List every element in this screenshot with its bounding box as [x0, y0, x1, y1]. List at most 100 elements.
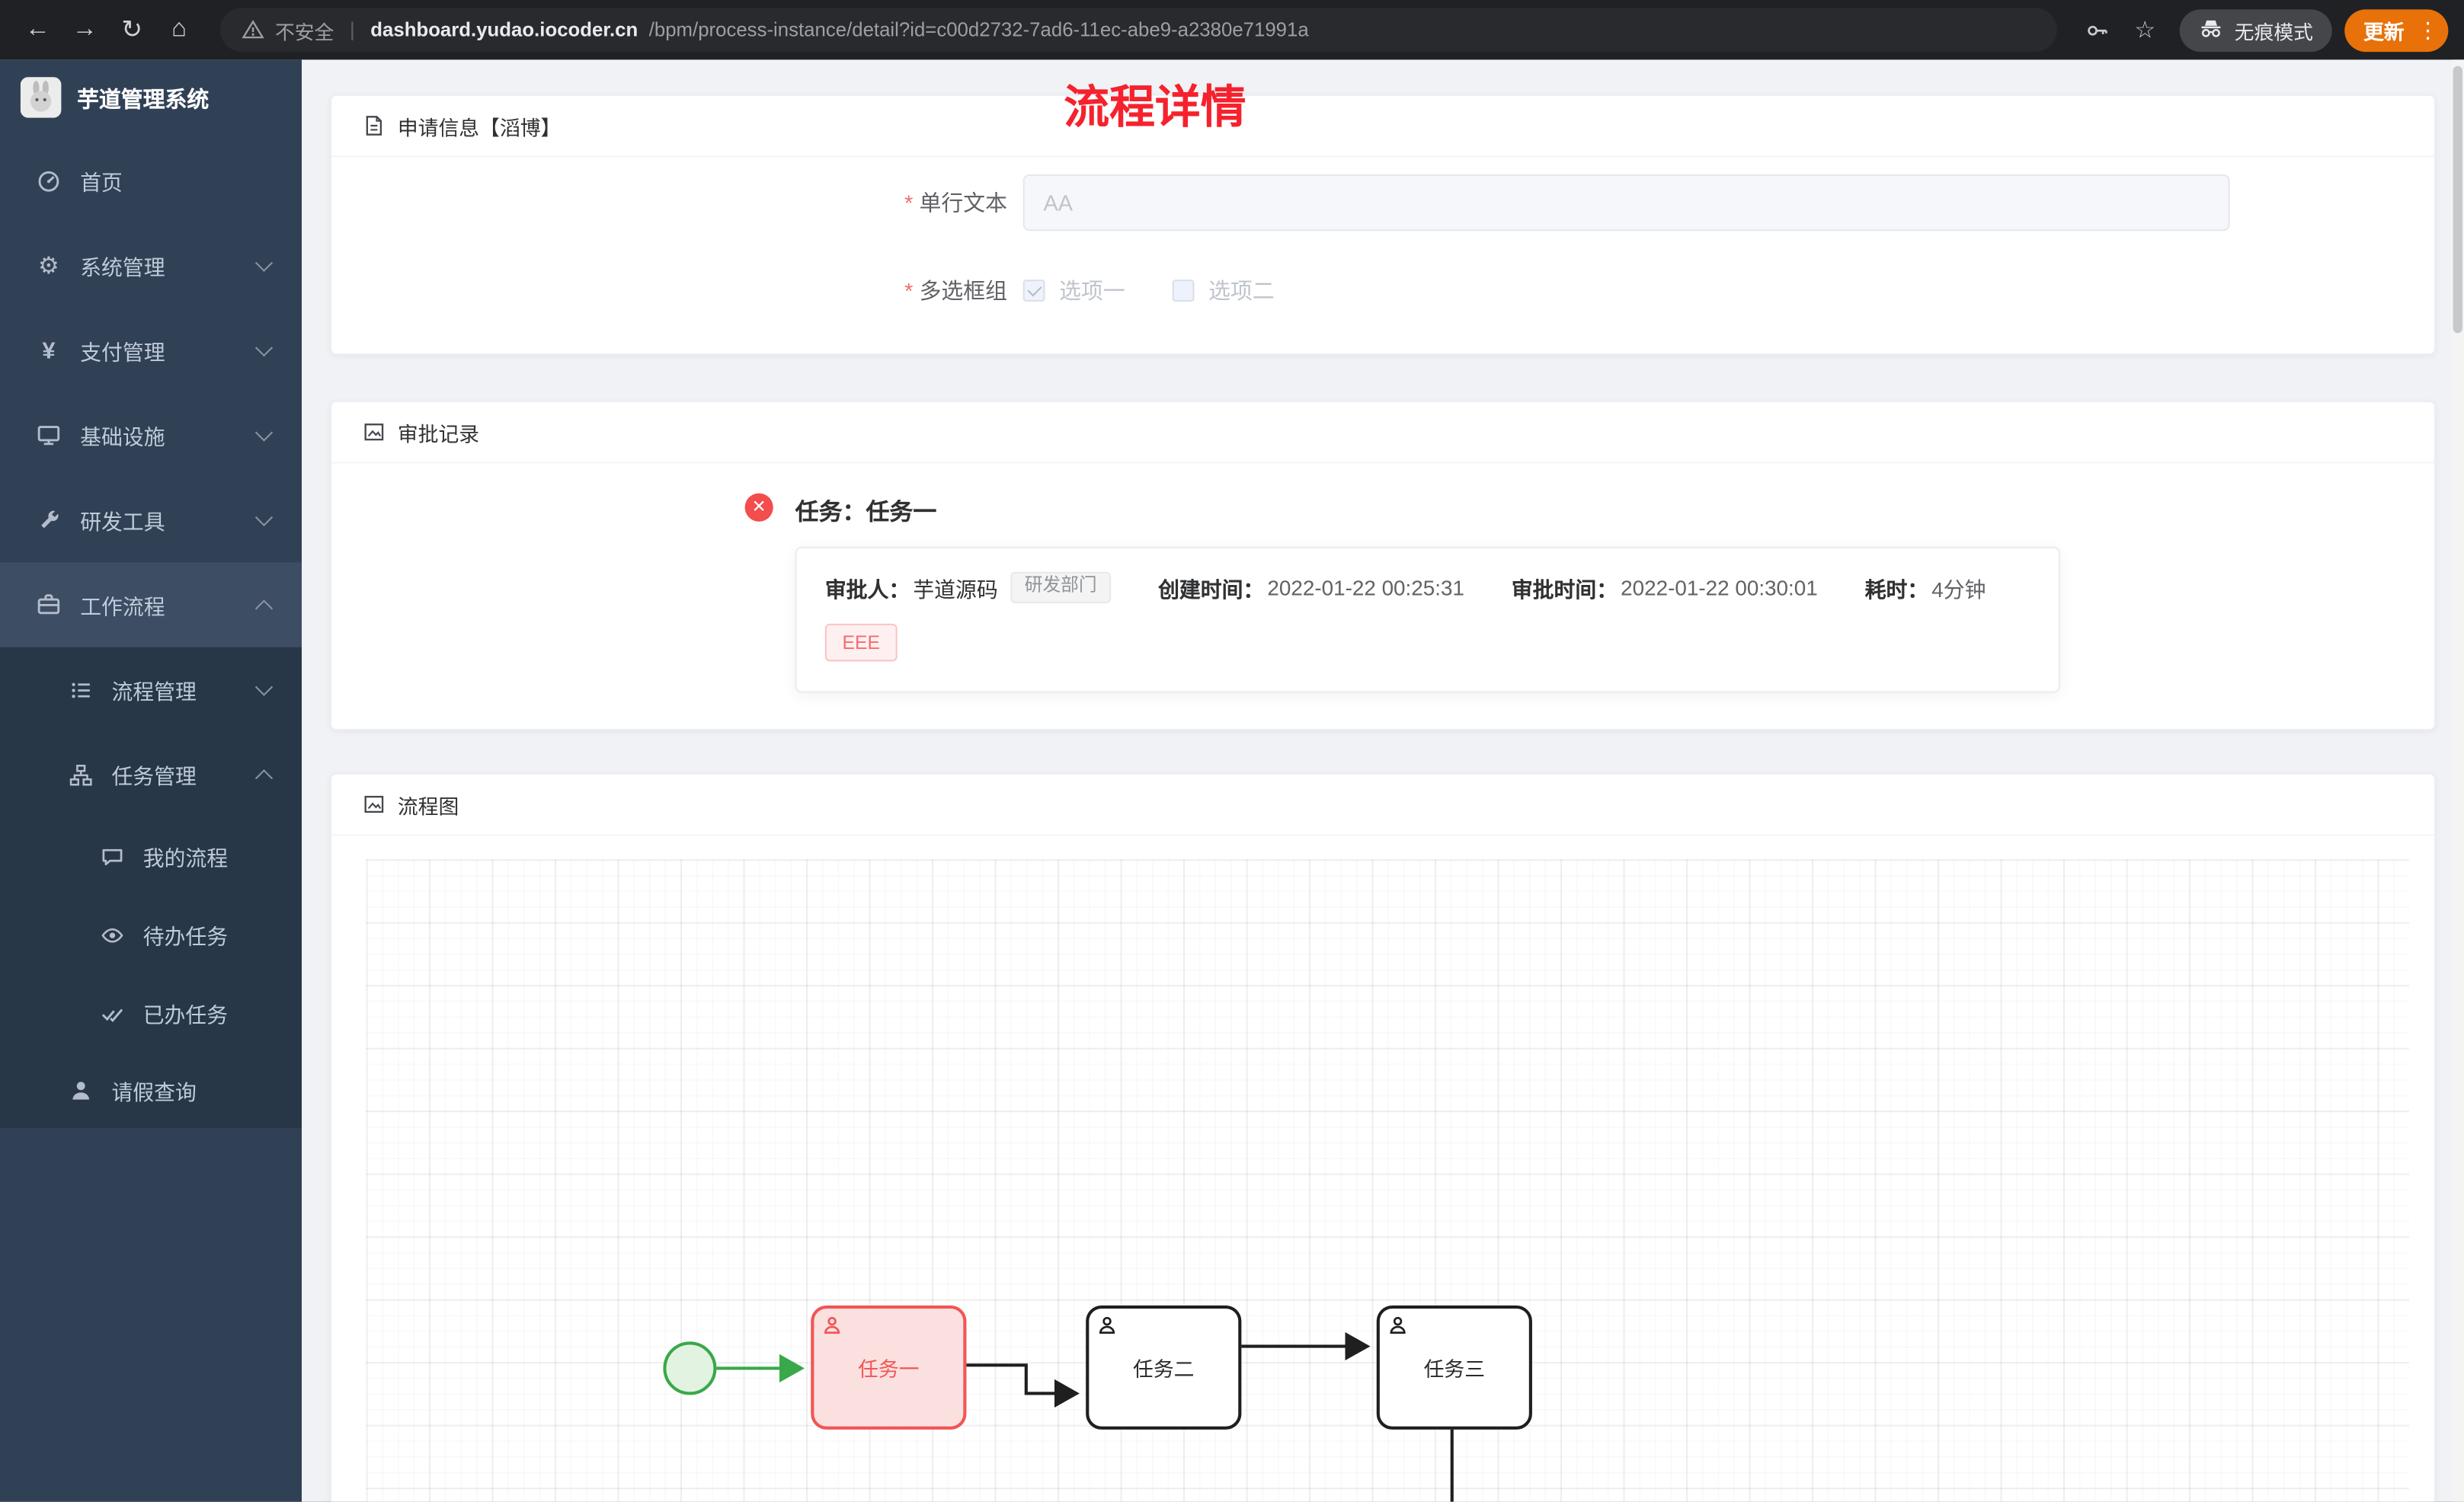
- approval-record-header: 审批记录: [331, 402, 2434, 464]
- key-icon[interactable]: [2075, 8, 2120, 52]
- field-label-text: *单行文本: [677, 184, 1007, 222]
- briefcase-icon: [34, 593, 62, 618]
- process-diagram-title: 流程图: [397, 794, 459, 818]
- sidebar-item-home[interactable]: 首页: [0, 139, 302, 223]
- sidebar-item-label: 系统管理: [80, 256, 165, 280]
- omnibox-separator: |: [349, 18, 355, 41]
- comment-tag: EEE: [824, 623, 898, 663]
- sidebar-item-leave-query[interactable]: 请假查询: [0, 1053, 302, 1128]
- process-diagram-header: 流程图: [331, 775, 2434, 836]
- approval-record-card: 审批记录 ✕ 任务：任务一 审批人： 芋道源码 研发部门 创建时间： 2022-…: [330, 400, 2436, 731]
- sidebar-item-devtools[interactable]: 研发工具: [0, 478, 302, 562]
- duration-label: 耗时：: [1864, 578, 1929, 602]
- user-task-icon: [1097, 1315, 1118, 1335]
- page-scrollbar[interactable]: [2451, 59, 2464, 1502]
- duration-value: 4分钟: [1931, 578, 1986, 602]
- sidebar-item-label: 首页: [80, 171, 123, 195]
- forward-icon[interactable]: →: [72, 15, 98, 43]
- sidebar-item-label: 支付管理: [80, 340, 165, 365]
- browser-update-button[interactable]: 更新 ⋮: [2344, 8, 2449, 52]
- person-icon: [66, 1079, 94, 1102]
- warning-icon: [242, 19, 264, 41]
- required-asterisk: *: [904, 278, 914, 304]
- url-host: dashboard.yudao.iocoder.cn: [370, 18, 638, 41]
- url-path: /bpm/process-instance/detail?id=c00d2732…: [648, 18, 1309, 41]
- sidebar-item-process-mgmt[interactable]: 流程管理: [0, 647, 302, 732]
- app-logo[interactable]: 芋道管理系统: [0, 59, 302, 138]
- chat-icon: [98, 845, 126, 868]
- approver-name: 芋道源码: [913, 578, 998, 602]
- browser-toolbar: ← → ↻ ⌂ 不安全 | dashboard.yudao.iocoder.cn…: [0, 0, 2464, 60]
- workflow-submenu: 流程管理 任务管理 我的流程 待办任务: [0, 647, 302, 1128]
- chevron-up-icon: [254, 769, 274, 788]
- checkbox-label: 选项二: [1208, 278, 1275, 304]
- approve-time-value: 2022-01-22 00:30:01: [1621, 575, 1818, 599]
- bpmn-start-event[interactable]: [663, 1341, 717, 1395]
- sidebar-item-label: 工作流程: [80, 595, 165, 619]
- document-icon: [363, 115, 385, 137]
- sidebar-item-task-mgmt[interactable]: 任务管理: [0, 732, 302, 817]
- create-time-group: 创建时间： 2022-01-22 00:25:31: [1158, 572, 1464, 603]
- security-label: 不安全: [274, 21, 334, 43]
- sidebar-item-infra[interactable]: 基础设施: [0, 393, 302, 478]
- sidebar-item-label: 任务管理: [111, 765, 197, 789]
- picture-icon: [363, 794, 385, 816]
- sidebar-item-label: 请假查询: [111, 1081, 197, 1104]
- bpmn-task-node-3[interactable]: 任务三: [1376, 1305, 1532, 1430]
- bpmn-task-node-2[interactable]: 任务二: [1086, 1305, 1242, 1430]
- process-diagram-card: 流程图 任务一: [330, 772, 2436, 1502]
- sidebar-item-label: 研发工具: [80, 510, 165, 535]
- single-line-text-input[interactable]: [1022, 174, 2230, 232]
- approval-detail-box: 审批人： 芋道源码 研发部门 创建时间： 2022-01-22 00:25:31…: [795, 546, 2060, 693]
- field-label-text: *多选框组: [677, 272, 1007, 310]
- scrollbar-thumb[interactable]: [2453, 66, 2462, 334]
- yen-icon: ¥: [42, 337, 56, 364]
- sidebar-item-workflow[interactable]: 工作流程: [0, 562, 302, 647]
- home-icon[interactable]: ⌂: [171, 15, 187, 43]
- address-bar[interactable]: 不安全 | dashboard.yudao.iocoder.cn/bpm/pro…: [219, 8, 2057, 53]
- approval-detail-line: 审批人： 芋道源码 研发部门 创建时间： 2022-01-22 00:25:31…: [824, 571, 2030, 603]
- reload-icon[interactable]: ↻: [121, 17, 143, 44]
- main-content: 流程详情 申请信息【滔博】 *单行文本 *多选框组 选项一: [302, 59, 2464, 1502]
- sidebar-item-label: 我的流程: [142, 846, 229, 871]
- sidebar-item-label: 基础设施: [80, 425, 165, 449]
- create-time-value: 2022-01-22 00:25:31: [1267, 575, 1464, 599]
- checkbox-option-1[interactable]: 选项一: [1022, 275, 1125, 306]
- star-icon[interactable]: ☆: [2134, 17, 2156, 44]
- approval-record-title: 审批记录: [397, 421, 480, 446]
- logo-avatar: [20, 76, 62, 122]
- sidebar-item-done-task[interactable]: 已办任务: [0, 974, 302, 1053]
- field1-label: 单行文本: [919, 190, 1008, 216]
- field2-label: 多选框组: [919, 278, 1008, 304]
- apply-info-header: 申请信息【滔博】: [331, 96, 2434, 158]
- back-icon[interactable]: ←: [25, 15, 50, 43]
- user-task-icon: [1387, 1315, 1408, 1335]
- dashboard-icon: [34, 168, 62, 193]
- double-check-icon: [98, 1002, 126, 1025]
- sidebar-item-my-process[interactable]: 我的流程: [0, 817, 302, 896]
- approver-group: 审批人： 芋道源码 研发部门: [824, 571, 1112, 603]
- incognito-badge[interactable]: 无痕模式: [2179, 8, 2332, 52]
- list-icon: [66, 678, 94, 701]
- checkbox-unchecked-icon[interactable]: [1172, 280, 1195, 302]
- app-title: 芋道管理系统: [77, 86, 210, 112]
- apply-info-title: 申请信息【滔博】: [397, 115, 562, 139]
- dept-tag: 研发部门: [1010, 571, 1112, 603]
- sidebar-item-payment[interactable]: ¥ 支付管理: [0, 308, 302, 392]
- sidebar: 芋道管理系统 首页 ⚙ 系统管理 ¥ 支付管理 基础设施: [0, 59, 302, 1502]
- bpmn-canvas: 任务一 任务二 任务三: [366, 859, 2409, 1502]
- monitor-icon: [34, 423, 62, 448]
- sidebar-item-system[interactable]: ⚙ 系统管理: [0, 223, 302, 308]
- picture-icon: [363, 421, 385, 443]
- task-node-label: 任务二: [1133, 1357, 1195, 1381]
- browser-menu-icon[interactable]: ⋮: [2417, 16, 2439, 42]
- checkbox-option-2[interactable]: 选项二: [1172, 275, 1275, 306]
- approver-label: 审批人：: [824, 578, 910, 602]
- checkbox-checked-icon[interactable]: [1022, 280, 1045, 302]
- task-title: 任务：任务一: [795, 499, 937, 526]
- sidebar-item-todo-task[interactable]: 待办任务: [0, 896, 302, 974]
- sidebar-item-label: 已办任务: [142, 1003, 229, 1027]
- incognito-icon: [2198, 15, 2223, 45]
- bpmn-task-node-1[interactable]: 任务一: [811, 1305, 967, 1430]
